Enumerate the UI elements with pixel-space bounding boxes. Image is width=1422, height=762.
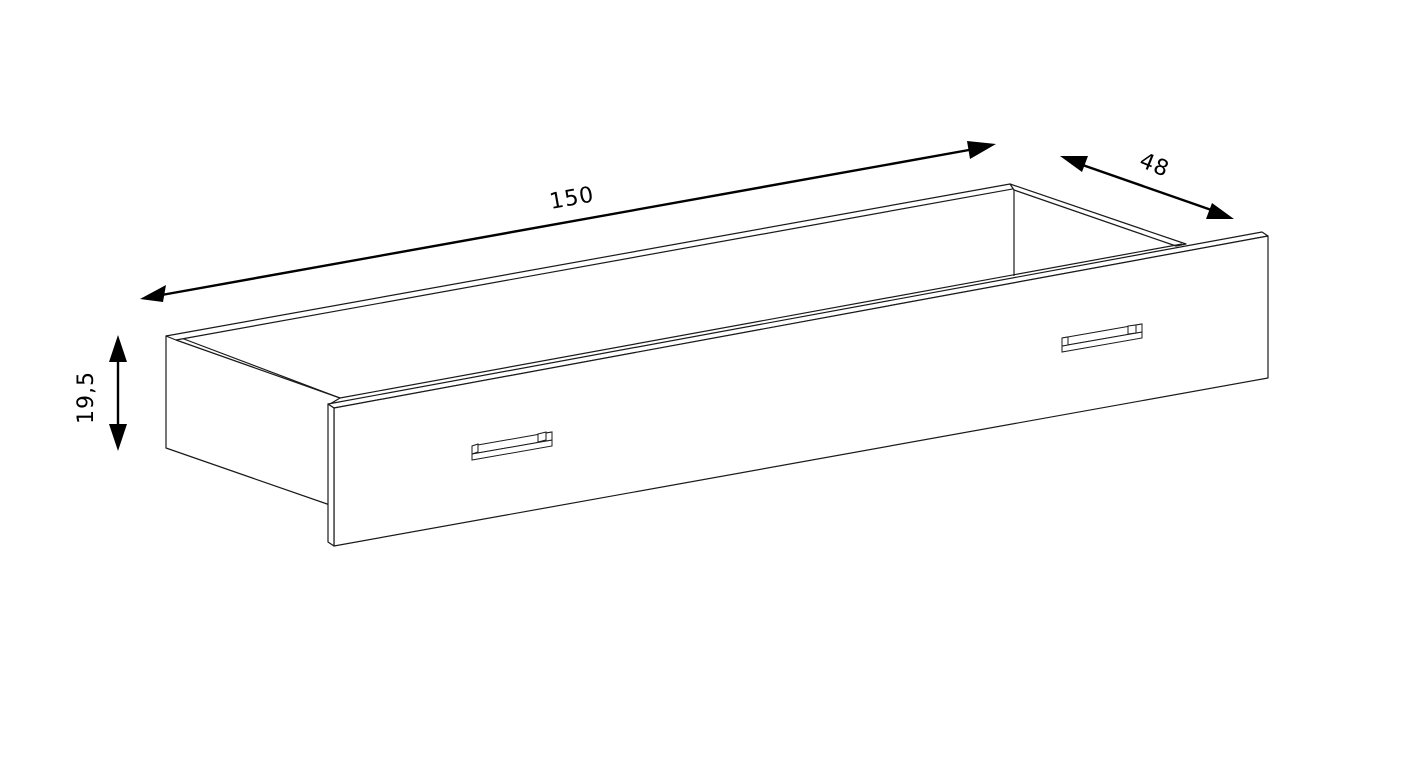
drawer-left-side [165,335,341,506]
drawer-inner-front-edge [339,243,1183,399]
arrow-head-bottom-right [1206,203,1234,219]
arrow-head-top-left [1060,156,1088,172]
drawer-left-inner-edge [175,339,341,399]
arrow-head-left [140,285,166,302]
dimension-width-label: 150 [548,182,597,214]
dimension-depth-line [1073,160,1221,215]
arrow-head-right [967,141,996,159]
dimension-width: 150 [140,141,996,302]
dimension-depth-label: 48 [1136,148,1173,182]
dimension-height-label: 19,5 [74,371,99,424]
dimension-height: 19,5 [74,335,127,451]
arrow-head-down [109,424,127,451]
dimension-depth: 48 [1060,148,1234,219]
arrow-head-up [109,335,127,362]
drawer-handle-right [1061,323,1143,353]
drawer-front-left-edge [327,403,335,547]
drawer-right-rim [1009,183,1187,247]
drawer-body [165,183,1269,547]
drawer-handle-left [471,431,553,461]
dimension-width-line [155,146,981,298]
